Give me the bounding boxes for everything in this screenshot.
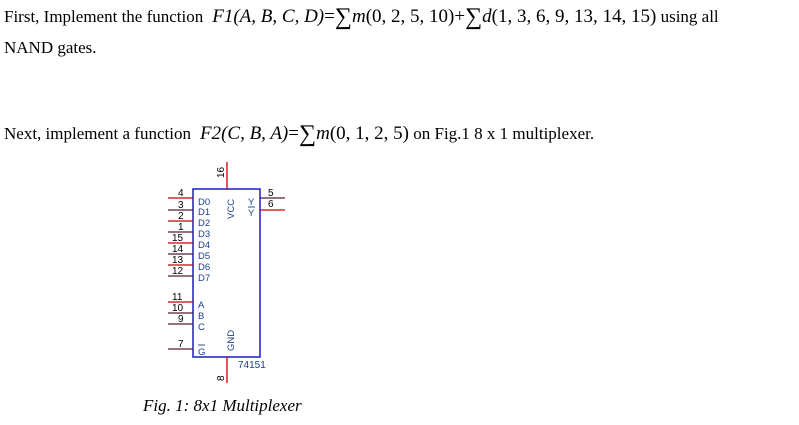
f1-minterms: (0, 2, 5, 10) (365, 6, 455, 27)
pin-number: 12 (172, 266, 184, 277)
problem-2-tail: on Fig.1 8 x 1 multiplexer. (413, 124, 595, 143)
problem-1-line-2: NAND gates. (4, 38, 97, 57)
f2-function-name: F2(C, B, A) (199, 123, 289, 144)
pin-number: 2 (178, 211, 184, 222)
pin-label-y-bar: Y (248, 208, 255, 219)
pin-label-a: A (198, 300, 205, 311)
gnd-label: GND (226, 330, 237, 351)
pin-label-d4: D4 (198, 240, 210, 251)
minterm-symbol: m (351, 6, 366, 27)
pin-number: 5 (268, 188, 274, 199)
pin-number: 10 (172, 303, 184, 314)
part-number: 74151 (238, 360, 266, 371)
pin-label-y: Y (248, 197, 255, 208)
pin-label-b: B (198, 311, 204, 322)
sigma-symbol: ∑ (298, 121, 317, 147)
pin-number: 1 (178, 222, 184, 233)
vcc-pin-number: 16 (216, 166, 227, 178)
pin-number: 3 (178, 200, 184, 211)
data-input-pins: 4 3 2 1 15 14 13 12 D0 D1 D2 D3 D4 D5 D6… (168, 188, 210, 284)
pin-label-d3: D3 (198, 229, 210, 240)
figure-caption: Fig. 1: 8x1 Multiplexer (143, 396, 302, 415)
pin-number: 15 (172, 233, 184, 244)
pin-label-d7: D7 (198, 273, 210, 284)
f2-minterms: (0, 1, 2, 5) (329, 123, 409, 144)
problem-1-line-1: First, Implement the function F1(A, B, C… (4, 4, 719, 30)
pin-number: 14 (172, 244, 184, 255)
select-pins: 11 10 9 A B C (168, 292, 205, 333)
pin-label-d6: D6 (198, 262, 210, 273)
problem-1-tail: using all (660, 7, 719, 26)
sigma-symbol: ∑ (465, 4, 483, 30)
enable-pin: 7 G (168, 339, 205, 358)
pin-number: 4 (178, 188, 184, 199)
output-pins: 5 6 Y Y (248, 188, 285, 219)
f1-dontcares: (1, 3, 6, 9, 13, 14, 15) (491, 6, 657, 27)
pin-label-d5: D5 (198, 251, 210, 262)
pin-number: 7 (178, 339, 184, 350)
pin-number: 9 (178, 314, 184, 325)
sigma-symbol: ∑ (334, 4, 352, 30)
pin-number: 13 (172, 255, 184, 266)
minterm-symbol: m (316, 123, 330, 144)
vcc-label: VCC (226, 199, 237, 219)
problem-2-line: Next, implement a function F2(C, B, A)=∑… (4, 121, 595, 147)
pin-label-d0: D0 (198, 197, 210, 208)
pin-label-d2: D2 (198, 218, 210, 229)
gnd-pin-number: 8 (216, 375, 227, 381)
pin-label-g-bar: G (198, 347, 205, 358)
problem-1-intro: First, Implement the function (4, 7, 204, 26)
pin-label-c: C (198, 322, 205, 333)
f1-function-name: F1(A, B, C, D) (212, 6, 325, 27)
problem-2-intro: Next, implement a function (4, 124, 191, 143)
dontcare-symbol: d (482, 6, 492, 27)
pin-number: 6 (268, 199, 274, 210)
pin-number: 11 (172, 292, 183, 303)
pin-label-d1: D1 (198, 207, 210, 218)
